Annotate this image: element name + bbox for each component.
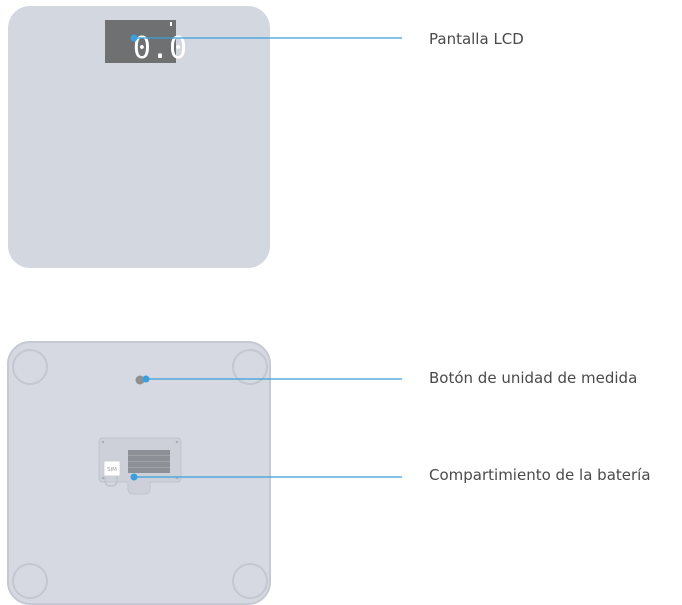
sim-label: SIM bbox=[107, 467, 117, 473]
screw bbox=[101, 440, 105, 444]
lcd-indicator bbox=[170, 22, 172, 26]
sim-card bbox=[103, 460, 121, 477]
scale-top-view bbox=[8, 6, 270, 268]
foot-top-left bbox=[12, 349, 48, 385]
lcd-reading: 0.0 bbox=[133, 31, 187, 66]
scale-bottom-view: SIM bbox=[7, 341, 271, 605]
callout-dot-unit-button bbox=[142, 375, 150, 383]
foot-top-right bbox=[232, 349, 268, 385]
screw bbox=[175, 440, 179, 444]
label-unit-button: Botón de unidad de medida bbox=[429, 369, 638, 387]
unit-button[interactable] bbox=[135, 375, 145, 385]
label-battery-compartment: Compartimiento de la batería bbox=[429, 466, 651, 484]
foot-bottom-right bbox=[232, 563, 268, 599]
label-lcd-display: Pantalla LCD bbox=[429, 30, 524, 48]
callout-dot-lcd bbox=[130, 34, 138, 42]
screw bbox=[101, 476, 105, 480]
lcd-display: 0.0 bbox=[105, 20, 187, 66]
callout-dot-battery bbox=[130, 473, 138, 481]
foot-bottom-left bbox=[12, 563, 48, 599]
callouts bbox=[130, 34, 402, 481]
battery-slot-outline bbox=[104, 462, 118, 487]
lcd-screen bbox=[105, 20, 176, 63]
